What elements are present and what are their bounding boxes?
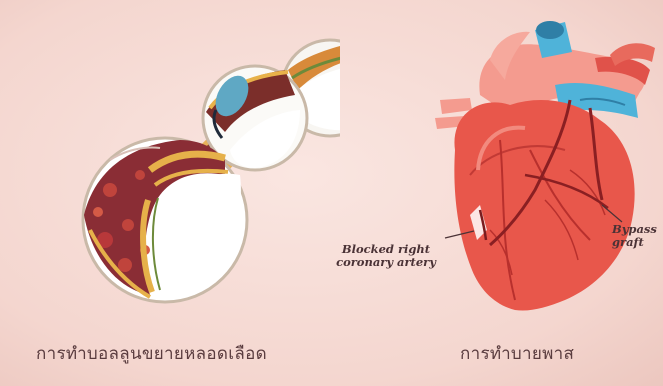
bypass-graft-label: Bypass graft — [612, 223, 663, 249]
angioplasty-illustration-icon — [0, 0, 340, 386]
magnifier-large — [83, 138, 247, 302]
angioplasty-panel: การทำบอลลูนขยายหลอดเลือด — [0, 0, 340, 386]
blocked-label-line2: coronary artery — [326, 256, 446, 269]
bypass-label-line2: graft — [612, 236, 663, 249]
bypass-panel: Blocked right coronary artery Bypass gra… — [340, 0, 663, 386]
heart-bypass-illustration-icon — [340, 0, 663, 386]
angioplasty-caption: การทำบอลลูนขยายหลอดเลือด — [36, 340, 267, 367]
heart-body — [454, 100, 634, 311]
blocked-artery-label: Blocked right coronary artery — [326, 243, 446, 269]
bypass-caption: การทำบายพาส — [460, 340, 574, 367]
